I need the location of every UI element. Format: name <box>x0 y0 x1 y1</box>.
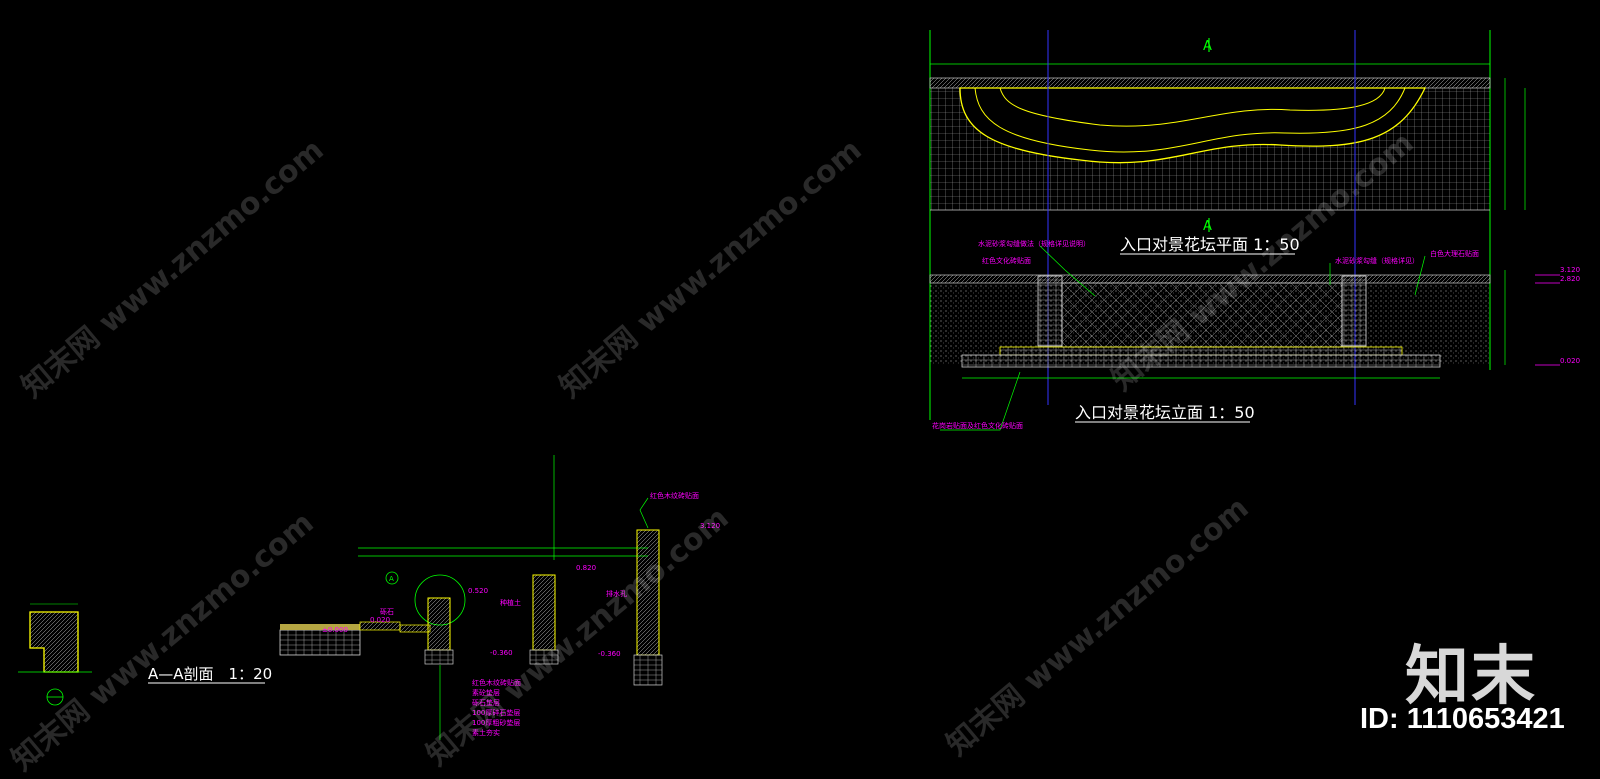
section-callout-wall-finish: 红色木纹砖贴面 <box>650 491 699 500</box>
plan-top-coping <box>929 77 1491 89</box>
section-cut-label-top: A <box>1203 39 1212 54</box>
section-layer-4: 100厚碎石垫层 <box>472 708 520 717</box>
section-layer-5: 100厚粗砂垫层 <box>472 718 520 727</box>
section-level-m0360-b: -0.360 <box>598 650 621 658</box>
leader-line-1 <box>1039 245 1096 297</box>
section-level-0820: 0.820 <box>576 564 596 572</box>
section-paving-strip <box>280 624 360 630</box>
planter-outline-core <box>999 87 1386 127</box>
elevation-coping <box>929 274 1491 284</box>
elevation-base-note: 花岗岩贴面及红色文化砖贴面 <box>932 421 1023 430</box>
brand-logo: 知末 <box>1405 640 1537 714</box>
cad-drawing: A A 入口对景花坛平面 1：50 3.120 2.820 0.020 水泥砂浆… <box>18 30 1580 740</box>
elevation-pier-left <box>1037 275 1063 347</box>
section-title: A—A剖面 1：20 <box>148 665 272 683</box>
elevation-callout-1: 水泥砂浆勾缝做法（规格详见说明） <box>978 239 1090 248</box>
section-marker-circle <box>385 571 399 585</box>
elevation-callout-3: 水泥砂浆勾缝（规格详见） <box>1335 256 1419 265</box>
section-marker-label: A <box>389 575 394 583</box>
section-level-m0360-a: -0.360 <box>490 649 513 657</box>
section-footing-2 <box>529 649 559 665</box>
elevation-callout-4: 白色大理石贴面 <box>1430 249 1479 258</box>
section-wall-1 <box>427 597 451 651</box>
section-layer-1: 红色木纹砖贴面 <box>472 678 521 687</box>
elevation-step-lower <box>961 354 1441 368</box>
section-cut-label-bottom: A <box>1203 219 1212 234</box>
leader-line-base <box>940 371 1021 431</box>
section-view: A 3.120 0.820 0.520 ±0.000 -0.360 -0.360… <box>148 455 720 740</box>
elevation-step-upper <box>999 346 1403 356</box>
section-step-2 <box>399 624 431 633</box>
coping-detail <box>18 603 92 706</box>
section-layer-list: 红色木纹砖贴面 素砼垫层 砾石垫层 100厚碎石垫层 100厚粗砂垫层 素土夯实 <box>439 665 521 740</box>
section-callout-drain: 排水孔 <box>606 589 627 598</box>
section-leader-wall <box>639 497 649 529</box>
section-footing-3 <box>633 654 663 686</box>
section-callout-soil: 种植土 <box>500 598 521 607</box>
elevation-view: 3.120 2.820 0.020 水泥砂浆勾缝做法（规格详见说明） 红色文化砖… <box>929 239 1580 431</box>
elevation-center-panel <box>1061 282 1343 348</box>
section-level-0000: ±0.000 <box>322 626 348 634</box>
elevation-level-3120: 3.120 <box>1560 266 1580 274</box>
elevation-title: 入口对景花坛立面 1：50 <box>1075 403 1255 422</box>
section-footing-1 <box>424 649 454 665</box>
section-layer-6: 素土夯实 <box>472 728 500 737</box>
coping-profile <box>29 611 79 673</box>
planter-outline-outer <box>959 87 1427 164</box>
section-wall-2 <box>532 574 556 651</box>
elevation-level-0020: 0.020 <box>1560 357 1580 365</box>
section-level-3120: 3.120 <box>700 522 720 530</box>
planter-outline-inner <box>974 87 1406 153</box>
section-level-0020: 0.020 <box>370 616 390 624</box>
section-layer-2: 素砼垫层 <box>472 688 500 697</box>
section-foundation-left <box>279 629 361 656</box>
brand-id: ID: 1110653421 <box>1360 703 1565 735</box>
elevation-level-2820: 2.820 <box>1560 275 1580 283</box>
plan-title: 入口对景花坛平面 1：50 <box>1120 235 1300 254</box>
elevation-pier-right <box>1341 275 1367 347</box>
section-layer-3: 砾石垫层 <box>472 698 500 707</box>
section-level-0520: 0.520 <box>468 587 488 595</box>
plan-view: A A 入口对景花坛平面 1：50 <box>929 30 1526 420</box>
section-wall-3 <box>636 529 660 656</box>
elevation-callout-2: 红色文化砖贴面 <box>982 256 1031 265</box>
leader-line-3 <box>1414 255 1426 296</box>
section-callout-gravel: 砾石 <box>380 607 394 616</box>
